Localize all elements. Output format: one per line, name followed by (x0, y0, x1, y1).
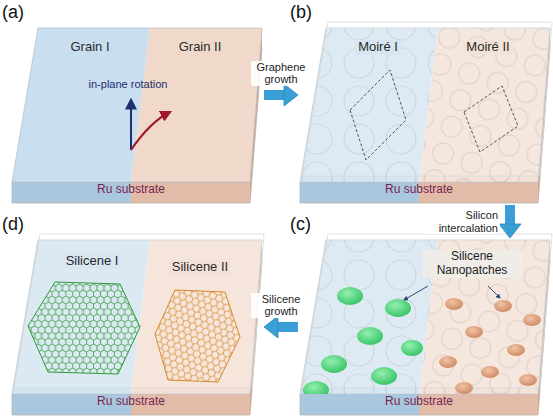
panel-letter: (a) (2, 2, 24, 23)
panel-letter: (b) (290, 2, 312, 23)
process-arrow (499, 205, 521, 238)
substrate-label: Ru substrate (81, 183, 181, 197)
grain-label: Grain I (50, 40, 130, 55)
silicene-label: Silicene II (169, 260, 231, 275)
moire-label: Moiré II (463, 40, 512, 55)
step-label: Graphene growth (251, 61, 311, 86)
panel-letter: (d) (2, 214, 24, 235)
substrate-label: Ru substrate (81, 395, 181, 409)
rotation-label: in-plane rotation (78, 78, 178, 91)
process-arrow (264, 84, 298, 106)
patch-label: Silicene Nanopatches (422, 250, 522, 278)
substrate-label: Ru substrate (369, 183, 469, 197)
moire-label: Moiré I (355, 40, 401, 55)
panel-letter: (c) (290, 214, 311, 235)
process-panel: (c)Silicene NanopatchesRu substrate (300, 240, 550, 415)
step-label: Silicon intercalation (424, 209, 500, 234)
substrate-label: Ru substrate (369, 395, 469, 409)
process-panel: (d)Silicene ISilicene IIRu substrate (12, 240, 262, 415)
process-panel: (b)Moiré IMoiré IIRu substrate (300, 28, 550, 203)
step-label: Silicene growth (251, 293, 311, 318)
grain-label: Grain II (160, 40, 240, 55)
silicene-label: Silicene I (63, 254, 122, 269)
process-arrow (264, 316, 298, 338)
process-panel: (a)Grain IGrain IIin-plane rotationRu su… (12, 28, 262, 203)
